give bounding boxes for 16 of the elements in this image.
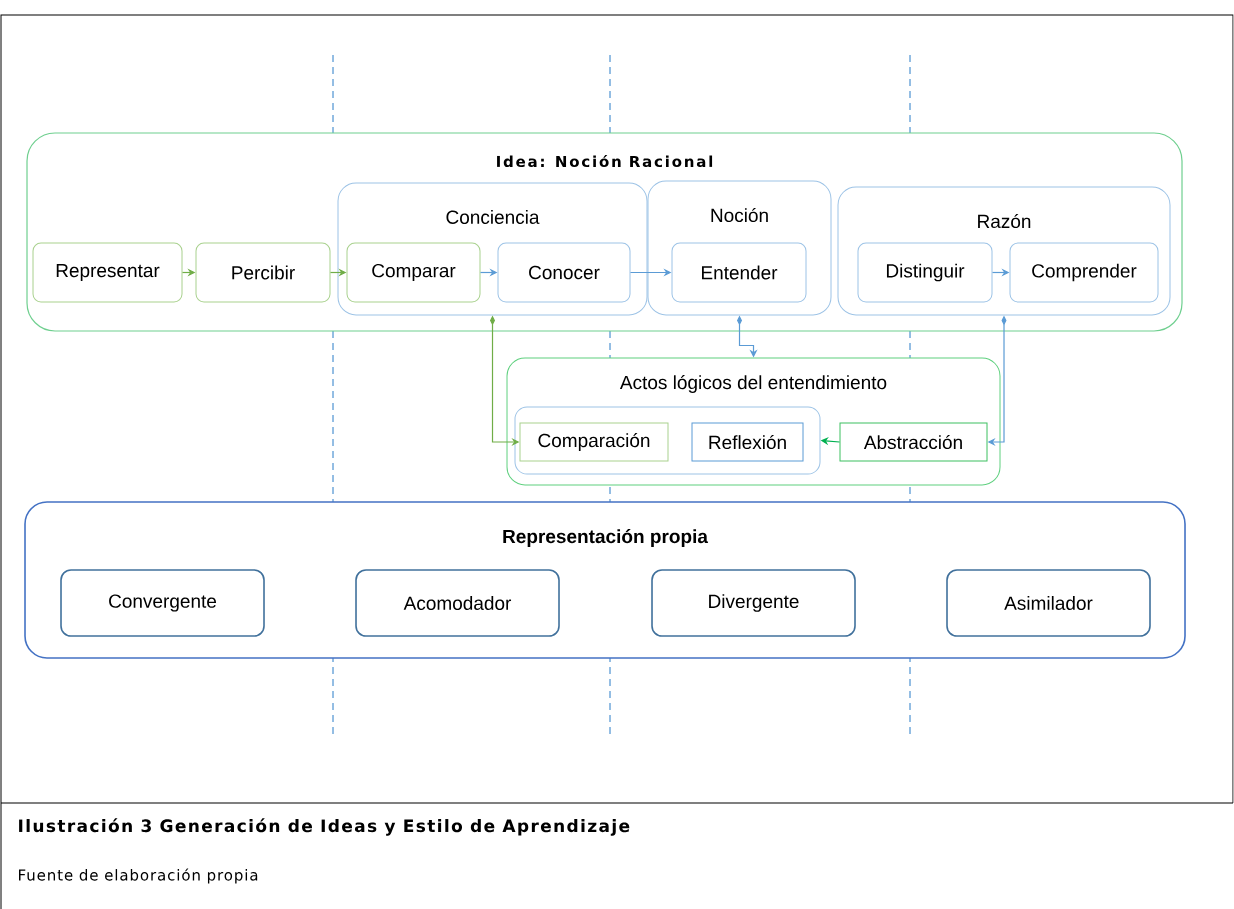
process-box: Conocer (497, 242, 631, 303)
caption: Ilustración 3 Generación de Ideas y Estilo de Aprendizaje (19, 818, 630, 836)
process-box: Reflexión (691, 422, 804, 462)
process-box: Acomodador (355, 569, 560, 637)
source-note: Fuente de elaboración propia (19, 868, 258, 884)
process-box: Percibir (195, 242, 331, 303)
process-box: Comprender (1009, 242, 1159, 303)
process-box: Asimilador (946, 569, 1151, 637)
process-box: Entender (671, 242, 807, 303)
process-box: Distinguir (857, 242, 993, 303)
process-box: Convergente (60, 569, 265, 637)
process-box: Abstracción (839, 422, 988, 462)
process-box: Representar (32, 242, 183, 303)
process-box: Comparar (346, 242, 481, 303)
process-box: Divergente (651, 569, 856, 637)
process-box: Comparación (519, 422, 669, 462)
